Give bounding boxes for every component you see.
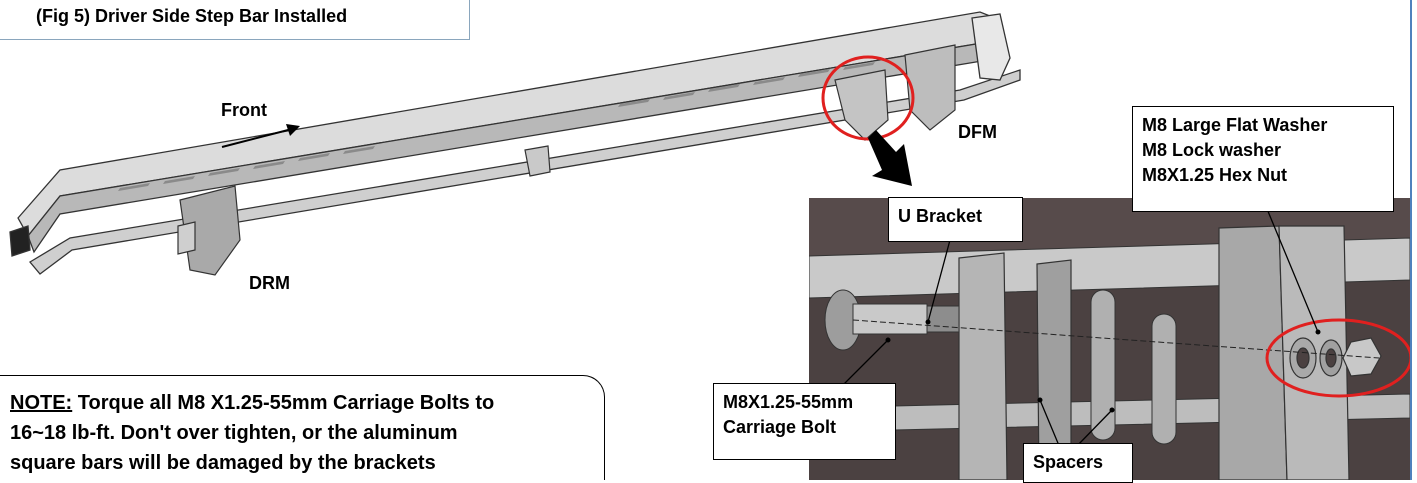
hardware-line-1: M8 Large Flat Washer <box>1142 115 1328 135</box>
spacers-text: Spacers <box>1033 452 1104 472</box>
step-bar-drawing <box>9 11 1021 276</box>
drm-label: DRM <box>249 273 290 293</box>
hardware-line-3: M8X1.25 Hex Nut <box>1142 165 1288 185</box>
carriage-bolt-callout: M8X1.25-55mm Carriage Bolt <box>713 383 896 460</box>
bolt-line-2: Carriage Bolt <box>723 417 837 437</box>
front-label: Front <box>221 100 267 120</box>
note-line-3: square bars will be damaged by the brack… <box>10 452 436 474</box>
torque-note: NOTE: Torque all M8 X1.25-55mm Carriage … <box>0 375 605 480</box>
dfm-label: DFM <box>958 122 997 142</box>
highlight-circle <box>821 55 915 141</box>
hardware-callout: M8 Large Flat Washer M8 Lock washer M8X1… <box>1132 106 1394 212</box>
bolt-line-1: M8X1.25-55mm <box>723 392 854 412</box>
u-bracket-text: U Bracket <box>898 206 983 226</box>
detail-arrow-icon <box>868 130 912 186</box>
front-arrow-icon <box>221 124 300 148</box>
page-edge-rule <box>1410 0 1412 480</box>
note-line-2: 16~18 lb-ft. Don't over tighten, or the … <box>10 422 458 444</box>
note-prefix: NOTE: <box>10 392 73 414</box>
hardware-line-2: M8 Lock washer <box>1142 140 1282 160</box>
note-line-1: NOTE: Torque all M8 X1.25-55mm Carriage … <box>10 388 604 418</box>
spacers-callout: Spacers <box>1023 443 1133 483</box>
u-bracket-callout: U Bracket <box>888 197 1023 242</box>
figure-title: (Fig 5) Driver Side Step Bar Installed <box>0 0 470 40</box>
note-line-1-text: Torque all M8 X1.25-55mm Carriage Bolts … <box>72 392 495 414</box>
